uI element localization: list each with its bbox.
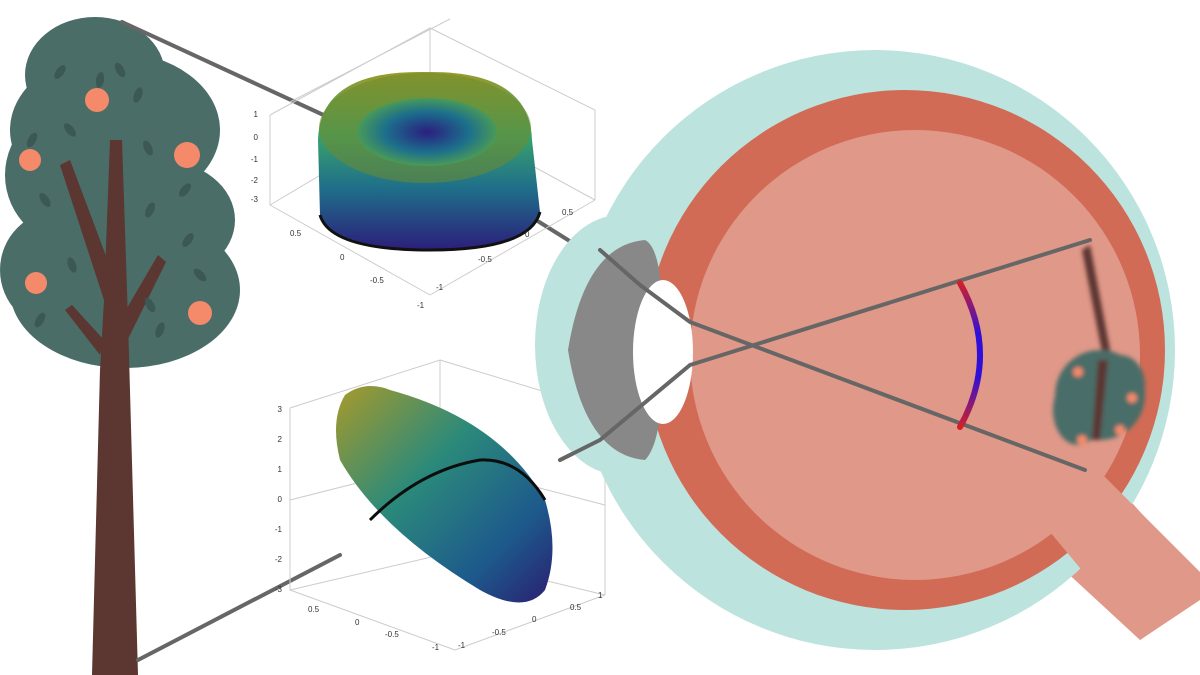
bottom-plot-z-ticks: 3 2 1 0 -1 -2 -3	[275, 405, 283, 594]
tree-leaves	[26, 62, 207, 338]
z-tick: -2	[251, 176, 259, 185]
x-tick: 0.5	[562, 208, 574, 217]
optic-nerve-front	[1040, 462, 1200, 640]
z-tick: 3	[278, 405, 283, 414]
bottom-plot-x-ticks: 1 0.5 0 -0.5 -1	[458, 591, 603, 650]
eye-rays	[558, 238, 1092, 472]
bottom-surface-plot: 3 2 1 0 -1 -2 -3 0.5 0 -0.5 -1 1 0.5 0 -…	[275, 359, 606, 652]
z-tick: -1	[251, 155, 259, 164]
tree-trunk	[60, 140, 166, 675]
z-tick: 1	[278, 465, 283, 474]
y-tick: 0.5	[308, 605, 320, 614]
z-tick: -2	[275, 555, 283, 564]
top-plot-x-ticks: 0.5 0 -0.5 -1	[436, 208, 574, 292]
z-tick: 0	[254, 133, 259, 142]
x-tick: -1	[436, 283, 444, 292]
x-tick: 1	[598, 591, 603, 600]
bottom-surface-fold	[368, 458, 547, 522]
top-surface-edge	[318, 211, 542, 252]
z-tick: 2	[278, 435, 283, 444]
z-tick: -3	[251, 195, 259, 204]
retinal-image-arc	[957, 280, 983, 430]
z-tick: 1	[254, 110, 259, 119]
top-surface-hole	[357, 98, 497, 166]
y-tick: -0.5	[370, 276, 384, 285]
x-tick: 0	[532, 615, 537, 624]
top-plot-y-ticks: 0.5 0 -0.5 -1	[290, 229, 425, 310]
apple-fruits	[19, 88, 212, 325]
ray-bottom	[136, 553, 342, 662]
eyeball	[535, 50, 1200, 650]
y-tick: 0	[340, 253, 345, 262]
y-tick: -0.5	[385, 630, 399, 639]
x-tick: -0.5	[478, 255, 492, 264]
x-tick: -0.5	[492, 628, 506, 637]
z-tick: -3	[275, 585, 283, 594]
z-tick: -1	[275, 525, 283, 534]
vitreous-body	[690, 130, 1140, 580]
x-tick: 0.5	[570, 603, 582, 612]
y-tick: 0.5	[290, 229, 302, 238]
top-plot-z-ticks: 1 0 -1 -2 -3	[251, 110, 259, 204]
x-tick: 0	[525, 230, 530, 239]
apple-tree	[0, 17, 240, 675]
y-tick: -1	[432, 643, 440, 652]
y-tick: 0	[355, 618, 360, 627]
z-tick: 0	[278, 495, 283, 504]
top-surface-plot: 1 0 -1 -2 -3 0.5 0 -0.5 -1 0.5 0 -0.5 -1	[251, 18, 596, 310]
x-tick: -1	[458, 641, 466, 650]
iris	[568, 240, 663, 460]
y-tick: -1	[417, 301, 425, 310]
ray-top	[120, 20, 332, 120]
pupil-lens	[633, 280, 693, 424]
inverted-tree-image	[1053, 245, 1145, 445]
bottom-surface-body	[336, 386, 553, 603]
bottom-plot-y-ticks: 0.5 0 -0.5 -1	[308, 605, 440, 652]
